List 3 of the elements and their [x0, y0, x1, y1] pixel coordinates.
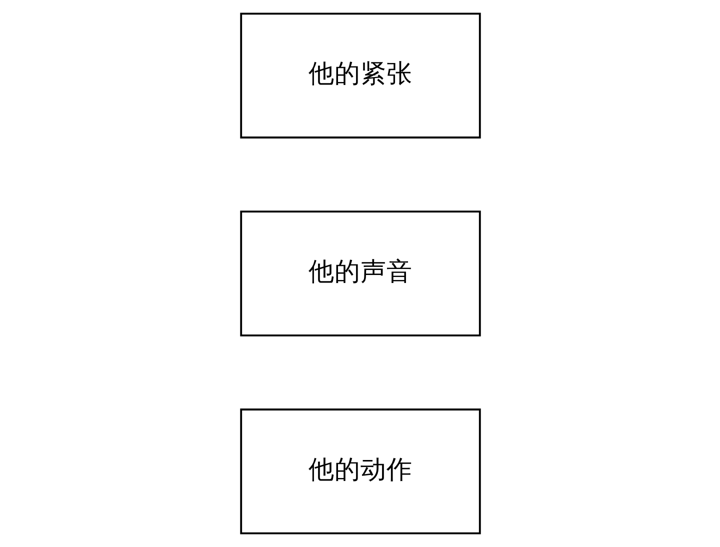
- node-box: 他的紧张: [240, 12, 480, 138]
- node-box: 他的声音: [240, 210, 480, 336]
- node-box: 他的动作: [240, 408, 480, 534]
